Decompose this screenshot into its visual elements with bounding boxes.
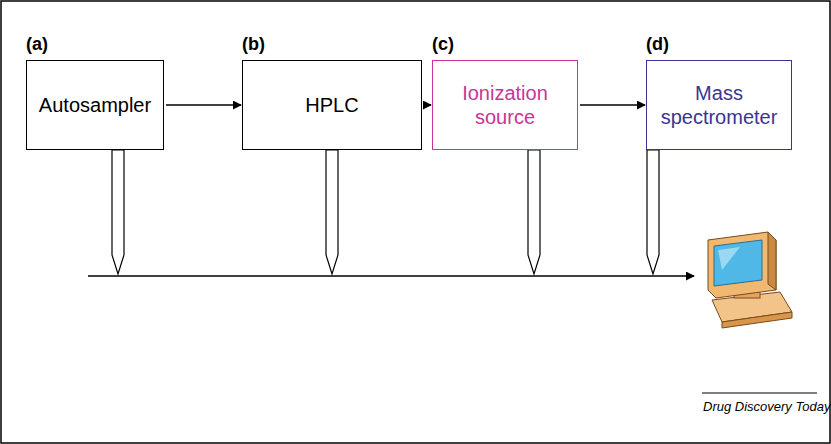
hplc-box: (b)HPLC [242,60,422,150]
unit-name: Ionization source [433,81,577,129]
unit-name: Mass spectrometer [647,81,791,129]
flow-arrow [166,104,241,106]
part-letter: (a) [26,34,48,55]
unit-name: Autosampler [33,93,157,117]
journal-credit: Drug Discovery Today [703,399,830,414]
signal-pointers [112,150,659,274]
caption-rule [702,393,817,394]
flow-arrow [580,104,645,106]
autosampler-box: (a)Autosampler [26,60,164,150]
data-bus-arrow [88,275,694,277]
computer-icon [708,232,792,328]
flow-arrow [424,104,431,106]
ion-source-box: (c)Ionization source [432,60,578,150]
unit-name: HPLC [299,93,364,117]
part-letter: (c) [432,34,454,55]
part-letter: (d) [646,34,669,55]
mass-spec-box: (d)Mass spectrometer [646,60,792,150]
part-letter: (b) [242,34,265,55]
